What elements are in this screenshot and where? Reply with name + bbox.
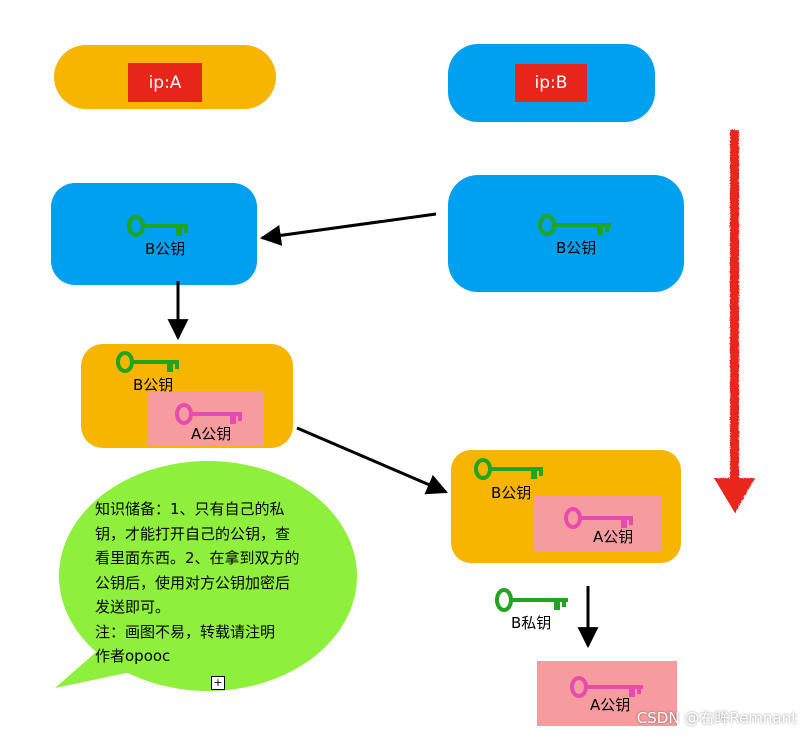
private-key-icon <box>495 588 568 612</box>
key-label-b-private: B私钥 <box>511 614 552 632</box>
decrypted-pink <box>537 661 677 726</box>
key-icon <box>564 507 633 529</box>
key-icon <box>127 215 188 237</box>
note-line: 公钥后，使用对方公钥加密后 <box>95 573 291 592</box>
arrow-package-a-to-b <box>296 426 448 495</box>
key-label-a-public: A公钥 <box>590 696 631 714</box>
key-icon <box>175 403 242 425</box>
host-b-inner-pink <box>534 496 661 552</box>
host-b-label: ip:B <box>515 64 587 102</box>
host-b-blue-box <box>448 175 684 292</box>
key-label-b-public: B公钥 <box>491 484 532 502</box>
arrow-b-key-to-a <box>259 212 437 246</box>
host-a-inner-pink <box>148 391 264 445</box>
key-label-b-public: B公钥 <box>556 239 597 257</box>
speech-bubble <box>55 461 357 691</box>
key-label-b-public: B公钥 <box>133 376 174 394</box>
key-label-b-public: B公钥 <box>145 240 186 258</box>
watermark: CSDN @右眸Remnant <box>636 709 797 727</box>
key-icon <box>116 351 179 373</box>
note-line: 钥，才能打开自己的公钥，查 <box>95 524 291 543</box>
note-line: 看里面东西。2、在拿到双方的 <box>95 549 300 567</box>
note-line: 注：画图不易，转载请注明 <box>95 622 276 641</box>
key-icon <box>570 676 643 698</box>
host-a-blue-box <box>51 183 257 285</box>
square-plus-icon[interactable]: + <box>211 676 225 690</box>
note-line: 知识储备：1、只有自己的私 <box>95 500 285 518</box>
host-a-label: ip:A <box>128 63 202 102</box>
knowledge-note: 知识储备：1、只有自己的私 钥，才能打开自己的公钥，查 看里面东西。2、在拿到双… <box>95 497 340 669</box>
key-icon <box>474 458 543 480</box>
timeline-red-arrow <box>714 130 755 513</box>
note-line: 作者opooc <box>95 647 171 665</box>
note-line: 发送即可。 <box>95 598 171 616</box>
key-icon <box>538 214 611 236</box>
key-label-a-public: A公钥 <box>191 425 232 443</box>
key-label-a-public: A公钥 <box>593 528 634 546</box>
